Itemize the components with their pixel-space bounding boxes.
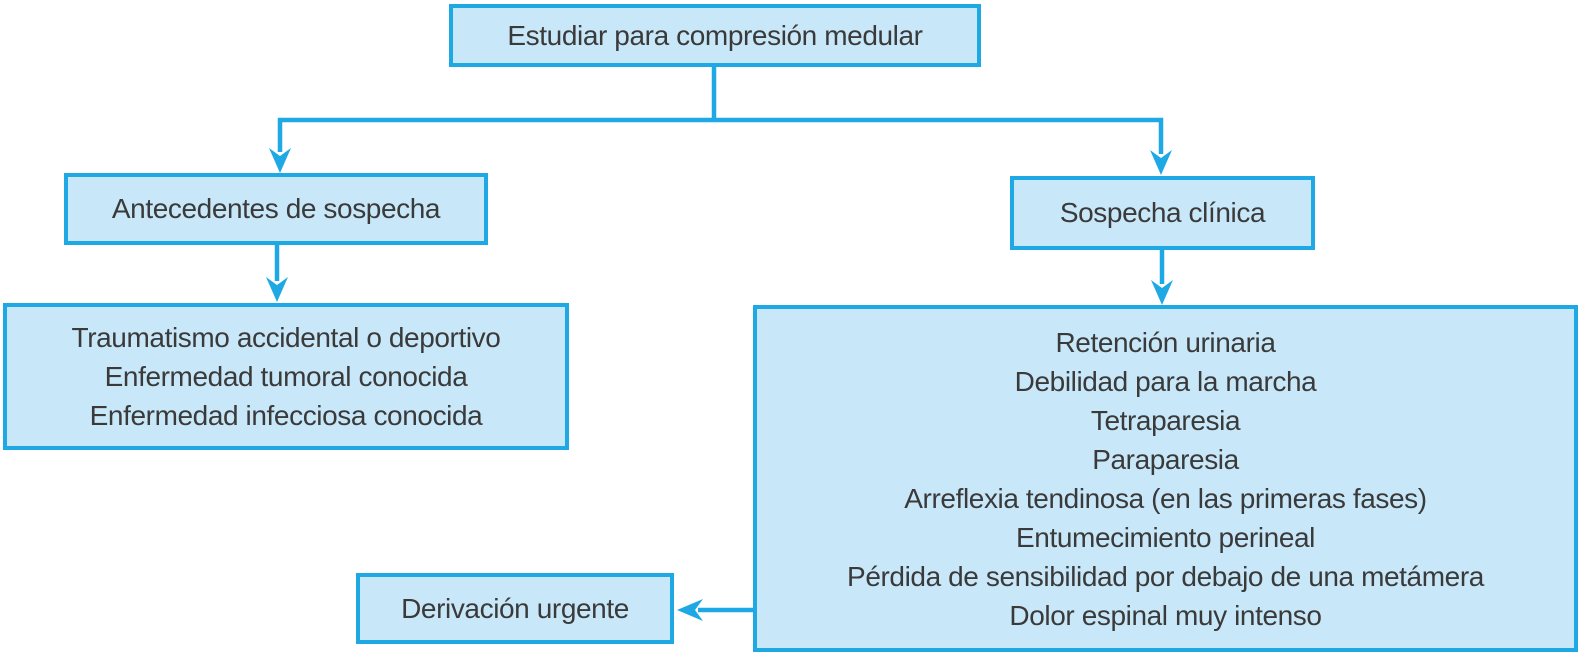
detail-line: Tetraparesia	[1090, 404, 1241, 436]
antecedentes-detail-box: Traumatismo accidental o deportivo Enfer…	[3, 303, 569, 450]
sospecha-box: Sospecha clínica	[1010, 176, 1315, 250]
detail-line: Enfermedad tumoral conocida	[104, 361, 468, 392]
detail-line: Debilidad para la marcha	[1014, 365, 1317, 397]
arrowhead-left-derivacion	[677, 599, 703, 621]
detail-line: Entumecimiento perineal	[1016, 521, 1315, 553]
detail-line: Enfermedad infecciosa conocida	[89, 400, 483, 431]
sospecha-detail-box: Retención urinaria Debilidad para la mar…	[753, 305, 1578, 652]
root-box: Estudiar para compresión medular	[449, 4, 981, 67]
arrowhead-down-sospecha	[1150, 150, 1172, 175]
root-box-label: Estudiar para compresión medular	[507, 19, 923, 51]
arrowhead-down-antecedentes-detail	[266, 277, 288, 302]
detail-line: Retención urinaria	[1055, 326, 1276, 358]
antecedentes-box: Antecedentes de sospecha	[64, 173, 488, 245]
detail-line: Arreflexia tendinosa (en las primeras fa…	[904, 482, 1427, 514]
arrowhead-down-antecedentes	[269, 148, 291, 173]
antecedentes-box-label: Antecedentes de sospecha	[111, 193, 441, 225]
derivacion-box-label: Derivación urgente	[401, 592, 629, 624]
detail-line: Pérdida de sensibilidad por debajo de un…	[847, 560, 1484, 592]
detail-line: Dolor espinal muy intenso	[1009, 599, 1322, 631]
derivacion-box: Derivación urgente	[356, 573, 674, 644]
detail-line: Paraparesia	[1092, 443, 1239, 475]
sospecha-box-label: Sospecha clínica	[1059, 197, 1266, 229]
detail-line: Traumatismo accidental o deportivo	[71, 322, 501, 353]
connector-branch	[277, 117, 1164, 154]
arrowhead-down-sospecha-detail	[1151, 280, 1173, 305]
